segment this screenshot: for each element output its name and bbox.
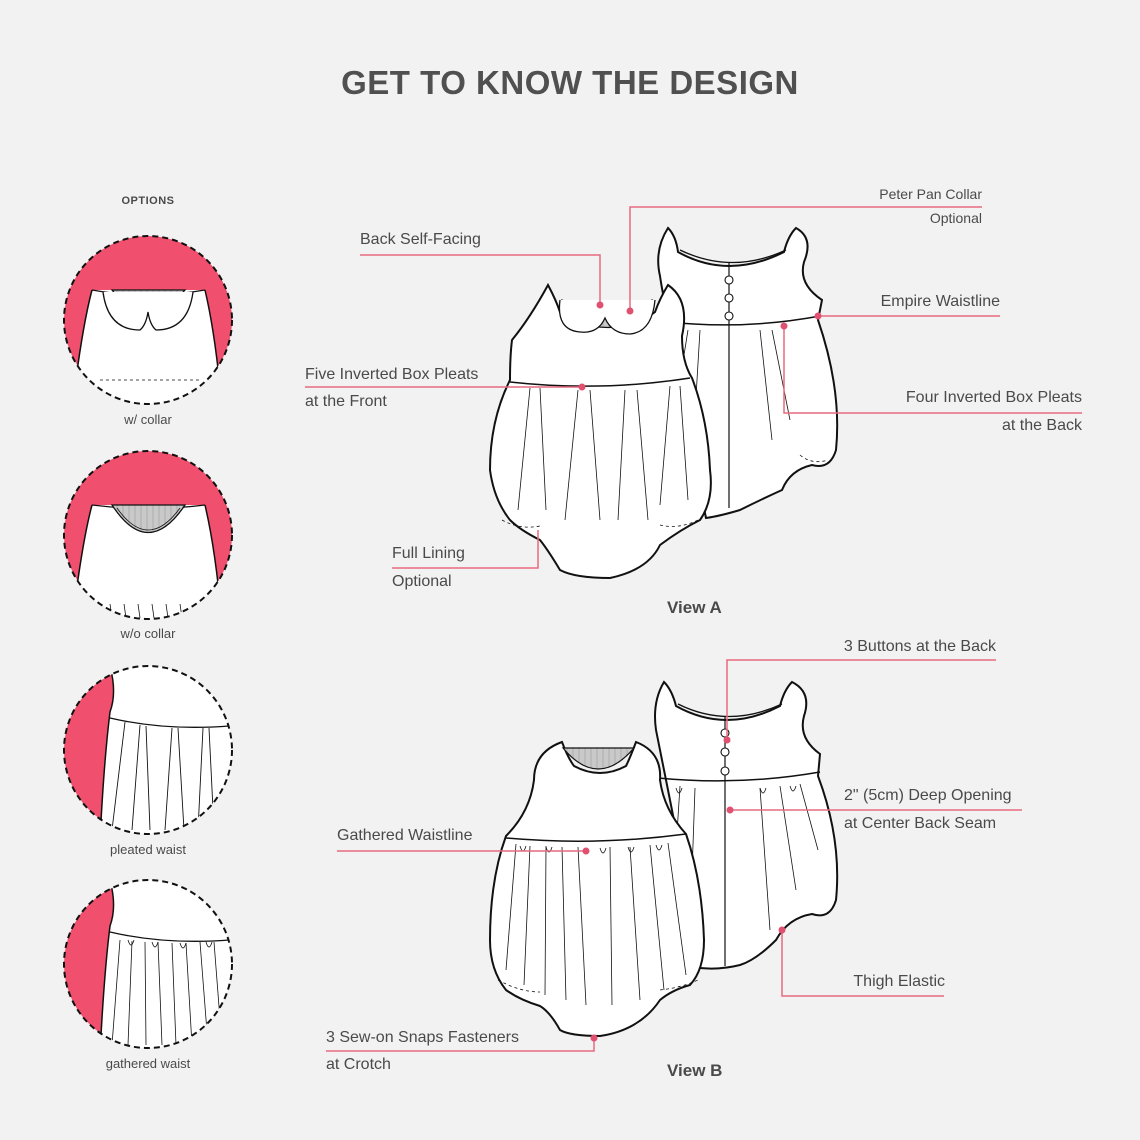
option-label-no-collar: w/o collar: [120, 626, 176, 641]
option-label-collar: w/ collar: [124, 412, 172, 427]
callout-empire-waistline: Empire Waistline: [880, 293, 1000, 310]
callout-three-buttons: 3 Buttons at the Back: [843, 638, 996, 655]
callout-full-lining: Full Lining: [392, 545, 465, 562]
callout-four-pleats-back: at the Back: [1001, 417, 1082, 434]
view-a-leader-lines: [305, 206, 1082, 569]
callout-thigh-elastic: Thigh Elastic: [853, 973, 945, 990]
option-collar-detail: [63, 235, 233, 405]
option-pleated-waist-detail: [63, 665, 233, 835]
callout-deep-opening-seam: at Center Back Seam: [844, 815, 997, 832]
view-b-label: View B: [667, 1061, 723, 1080]
option-label-pleated: pleated waist: [110, 842, 186, 857]
view-a-front-romper: [488, 282, 712, 580]
option-no-collar-detail: [63, 450, 233, 620]
callout-peter-pan-collar: Peter Pan Collar: [879, 186, 982, 202]
callout-gathered-waistline: Gathered Waistline: [337, 827, 473, 844]
option-label-gathered: gathered waist: [105, 1056, 191, 1071]
callout-back-self-facing: Back Self-Facing: [360, 231, 481, 248]
callout-five-pleats: Five Inverted Box Pleats: [305, 366, 479, 383]
options-heading: OPTIONS: [121, 195, 175, 207]
callout-deep-opening: 2" (5cm) Deep Opening: [844, 787, 1012, 804]
option-gathered-waist-detail: [63, 879, 233, 1049]
page-title: GET TO KNOW THE DESIGN: [341, 64, 799, 101]
callout-full-lining-optional: Optional: [392, 573, 452, 590]
view-a-leader-dots: [578, 301, 822, 391]
view-b-leader-dots: [582, 736, 786, 1042]
callout-snaps-crotch: at Crotch: [326, 1056, 391, 1073]
view-a-label: View A: [667, 598, 722, 617]
view-b-leader-lines: [326, 659, 1022, 1052]
callout-snaps: 3 Sew-on Snaps Fasteners: [326, 1029, 519, 1046]
callout-five-pleats-front: at the Front: [305, 393, 387, 410]
callout-peter-pan-collar-optional: Optional: [929, 210, 982, 226]
callout-four-pleats: Four Inverted Box Pleats: [905, 389, 1082, 406]
